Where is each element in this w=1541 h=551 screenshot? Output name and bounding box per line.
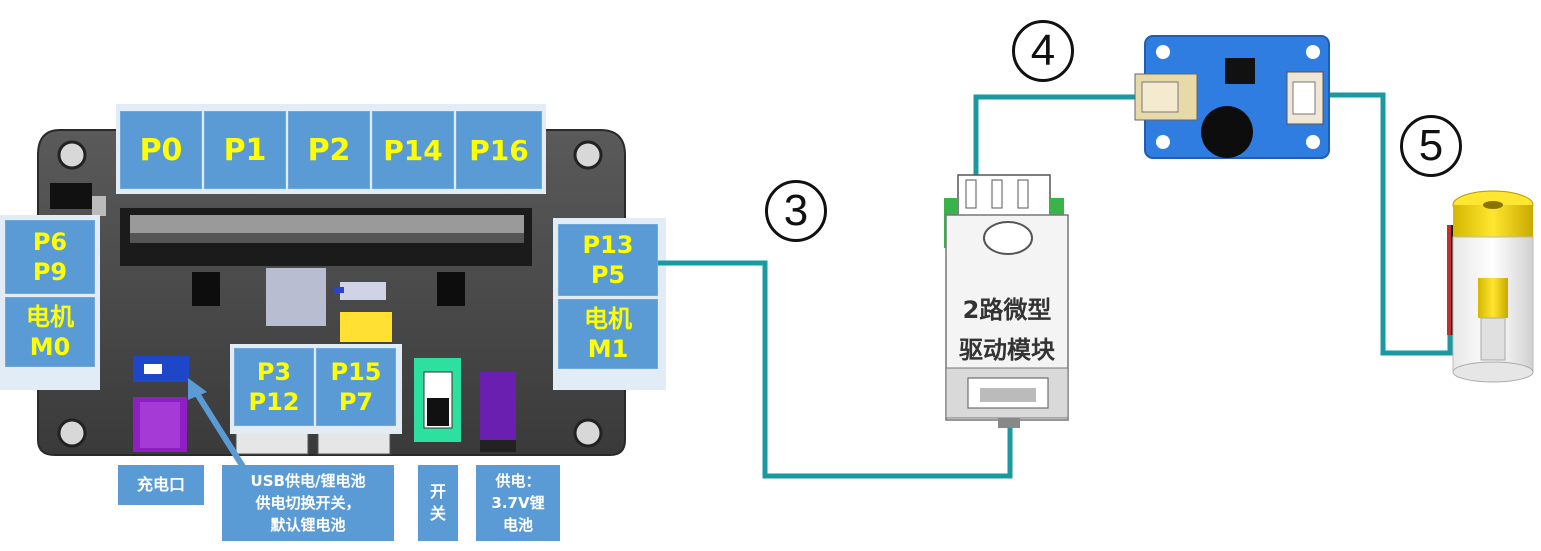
- port-p6-p9: P6 P9: [5, 220, 95, 294]
- note-usb-switch: USB供电/锂电池 供电切换开关， 默认锂电池: [222, 465, 394, 541]
- driver-module: [944, 174, 1069, 428]
- port-motor-m1: 电机 M1: [558, 299, 658, 369]
- port-p1: P1: [204, 111, 286, 189]
- cable-board-to-driver: [652, 260, 1013, 479]
- port-p13-p5: P13 P5: [558, 224, 658, 296]
- water-pump: [1447, 190, 1534, 383]
- port-p16: P16: [456, 111, 542, 189]
- port-p14: P14: [372, 111, 454, 189]
- port-p0: P0: [120, 111, 202, 189]
- marker-3: 3: [765, 180, 827, 242]
- driver-label-line1: 2路微型: [962, 296, 1052, 324]
- note-charge-port: 充电口: [118, 465, 204, 505]
- port-p15-p7: P15 P7: [316, 348, 396, 426]
- driver-label-line2: 驱动模块: [959, 336, 1055, 364]
- sensor-module: [1134, 35, 1330, 159]
- note-battery: 供电： 3.7V锂 电池: [476, 465, 560, 541]
- controller-board: [37, 129, 626, 456]
- port-p3-p12: P3 P12: [234, 348, 314, 426]
- port-motor-m0: 电机 M0: [5, 297, 95, 367]
- marker-5: 5: [1400, 115, 1462, 177]
- port-p2: P2: [288, 111, 370, 189]
- marker-4: 4: [1012, 20, 1074, 82]
- cable-sensor-to-pump: [1325, 92, 1453, 356]
- note-power-switch: 开 关: [418, 465, 458, 541]
